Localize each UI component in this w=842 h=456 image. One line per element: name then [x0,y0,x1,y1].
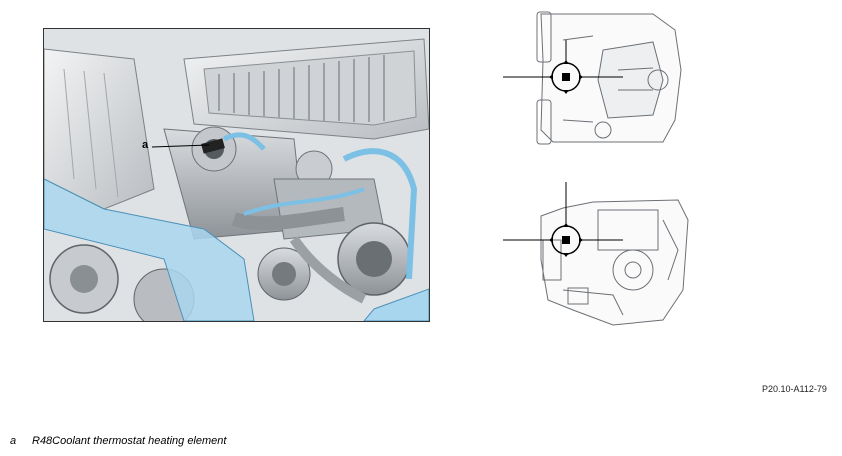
legend-text: R48Coolant thermostat heating element [32,435,227,447]
locator-side-view [503,180,703,330]
callout-letter-a: a [142,139,149,151]
heating-element-part [201,138,225,154]
legend: a R48Coolant thermostat heating element [10,435,226,447]
callout-line [151,144,210,148]
engine-drawing [44,29,429,321]
figure-id: P20.10-A112-79 [762,384,827,394]
legend-key: a [10,435,17,447]
locator-side-marker [503,182,623,257]
engine-illustration [43,28,430,322]
locator-top-view [503,10,703,150]
locator-top-marker [503,40,623,94]
